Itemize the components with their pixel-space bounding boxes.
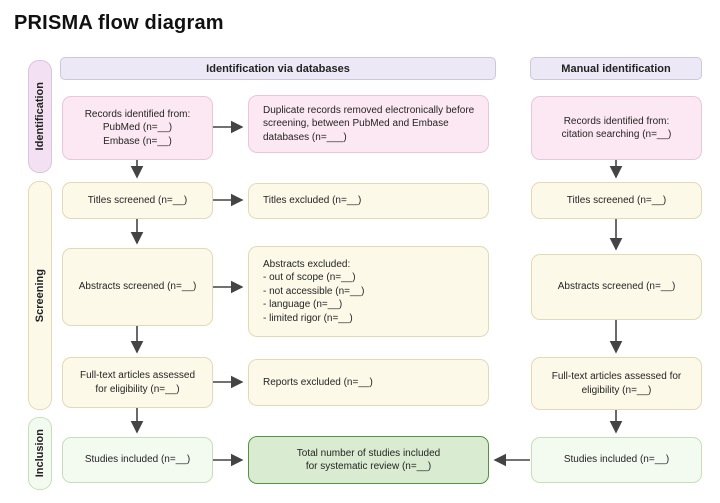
header-identification-via-databases: Identification via databases bbox=[60, 57, 496, 80]
stage-tab-inclusion: Inclusion bbox=[28, 417, 52, 490]
header-manual-identification: Manual identification bbox=[530, 57, 702, 80]
stage-tab-screening: Screening bbox=[28, 181, 52, 410]
box-abstracts-screened-databases: Abstracts screened (n=__) bbox=[62, 248, 213, 326]
page-title: PRISMA flow diagram bbox=[14, 12, 224, 34]
box-titles-excluded: Titles excluded (n=__) bbox=[248, 183, 489, 219]
stage-tab-identification: Identification bbox=[28, 60, 52, 173]
box-fulltext-assessed-databases: Full-text articles assessed for eligibil… bbox=[62, 357, 213, 408]
stage-tab-screening-label: Screening bbox=[34, 268, 46, 323]
box-fulltext-assessed-manual: Full-text articles assessed for eligibil… bbox=[531, 357, 702, 410]
box-duplicates-removed: Duplicate records removed electronically… bbox=[248, 95, 489, 153]
stage-tab-inclusion-label: Inclusion bbox=[34, 429, 46, 478]
box-reports-excluded: Reports excluded (n=__) bbox=[248, 359, 489, 406]
box-titles-screened-manual: Titles screened (n=__) bbox=[531, 182, 702, 219]
box-studies-included-manual: Studies included (n=__) bbox=[531, 437, 702, 483]
box-records-identified-citation: Records identified from: citation search… bbox=[531, 96, 702, 160]
box-abstracts-screened-manual: Abstracts screened (n=__) bbox=[531, 254, 702, 320]
box-studies-included-databases: Studies included (n=__) bbox=[62, 437, 213, 483]
stage-tab-identification-label: Identification bbox=[34, 82, 46, 151]
box-titles-screened-databases: Titles screened (n=__) bbox=[62, 182, 213, 219]
box-total-studies-included: Total number of studies included for sys… bbox=[248, 436, 489, 484]
box-abstracts-excluded: Abstracts excluded: - out of scope (n=__… bbox=[248, 246, 489, 337]
box-records-identified-databases: Records identified from: PubMed (n=__) E… bbox=[62, 96, 213, 160]
